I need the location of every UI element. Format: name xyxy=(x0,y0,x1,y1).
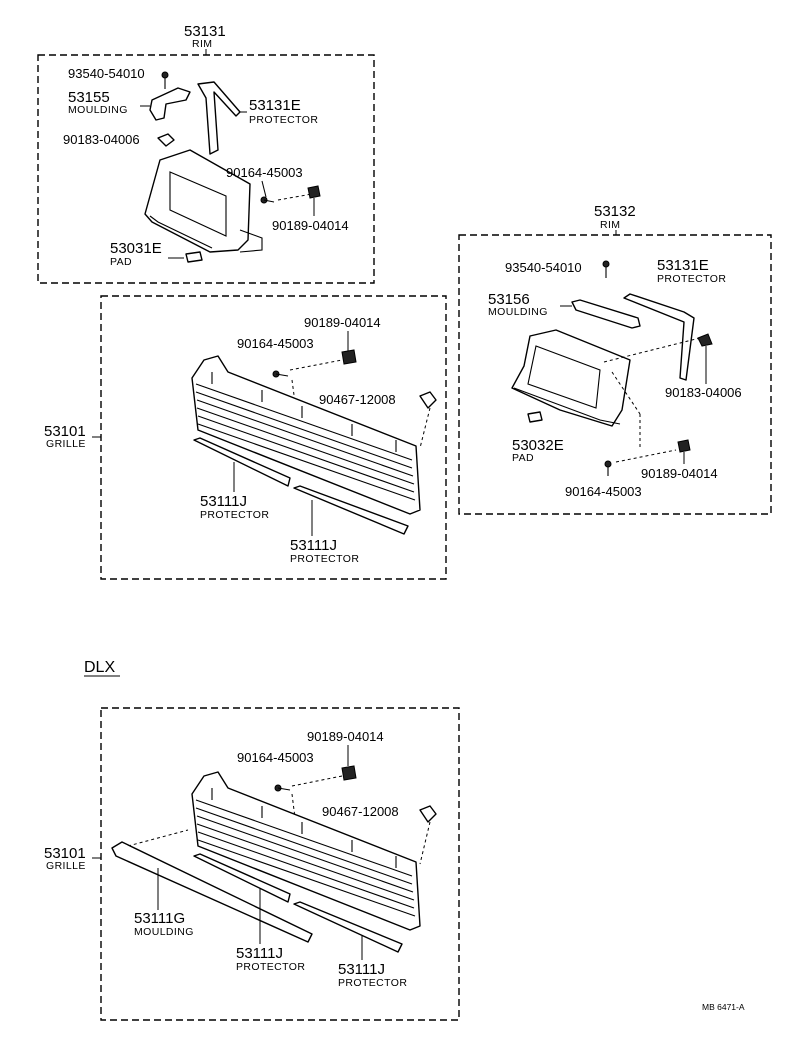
grille-upper-body xyxy=(191,355,421,515)
grille-dlx-box xyxy=(100,707,460,1021)
moulding-strip xyxy=(111,841,313,943)
moulding-part-icon xyxy=(571,299,641,329)
rim-right-box xyxy=(458,234,772,515)
protector-strip-2 xyxy=(293,485,409,535)
protector-part-icon xyxy=(623,293,695,381)
rim-left-pad-name: PAD xyxy=(110,256,132,268)
grille-upper-protector2-number: 53111J xyxy=(290,537,337,554)
rim-left-screw-label: 93540-54010 xyxy=(68,66,145,81)
screw-icon xyxy=(161,71,169,89)
rim-left-protector-number: 53131E xyxy=(249,97,301,114)
grille-upper-number: 53101 xyxy=(44,423,86,440)
clip-icon xyxy=(677,439,691,453)
grille-dlx-number: 53101 xyxy=(44,845,86,862)
rim-right-nut-label: 90183-04006 xyxy=(665,385,742,400)
screw-icon xyxy=(260,196,275,204)
grille-upper-screw-label: 90164-45003 xyxy=(237,336,314,351)
rim-left-screw2-label: 90164-45003 xyxy=(226,165,303,180)
grille-upper-clip-label: 90189-04014 xyxy=(304,315,381,330)
grille-dlx-protector2-number: 53111J xyxy=(338,961,385,978)
nut-icon xyxy=(157,133,175,147)
rim-right-housing xyxy=(511,329,631,427)
clip-icon xyxy=(341,765,357,781)
grille-upper-retainer-label: 90467-12008 xyxy=(319,392,396,407)
grille-dlx-retainer-label: 90467-12008 xyxy=(322,804,399,819)
retainer-icon xyxy=(419,391,437,409)
rim-left-assembly: 53131 RIM 93540-54010 53155 MOULDING 531… xyxy=(37,23,375,284)
grille-dlx-protector1-name: PROTECTOR xyxy=(236,961,305,973)
rim-left-box xyxy=(37,54,375,284)
grille-dlx-protector2-name: PROTECTOR xyxy=(338,977,407,989)
screw-icon xyxy=(274,784,291,792)
rim-left-name: RIM xyxy=(192,38,212,50)
rim-right-pad-number: 53032E xyxy=(512,437,564,454)
grille-dlx-moulding-name: MOULDING xyxy=(134,926,194,938)
grille-dlx-clip-label: 90189-04014 xyxy=(307,729,384,744)
footer-code: MB 6471-A xyxy=(702,1002,745,1012)
pad-icon xyxy=(185,251,203,263)
pad-icon xyxy=(527,411,543,423)
rim-right-protector-name: PROTECTOR xyxy=(657,273,726,285)
grille-upper-assembly: 53101 GRILLE 90189-04014 90164-45003 904… xyxy=(44,295,447,580)
screw-icon xyxy=(604,460,612,476)
section-dlx-label: DLX xyxy=(84,659,115,676)
rim-left-moulding-number: 53155 xyxy=(68,89,110,106)
protector-strip-1 xyxy=(193,853,291,903)
grille-upper-protector1-number: 53111J xyxy=(200,493,247,510)
rim-right-screw-label: 93540-54010 xyxy=(505,260,582,275)
rim-right-moulding-number: 53156 xyxy=(488,291,530,308)
grille-dlx-screw-label: 90164-45003 xyxy=(237,750,314,765)
nut-icon xyxy=(697,333,713,347)
grille-dlx-protector1-number: 53111J xyxy=(236,945,283,962)
rim-right-moulding-name: MOULDING xyxy=(488,306,548,318)
clip-icon xyxy=(307,185,321,199)
rim-left-number: 53131 xyxy=(184,23,226,40)
protector-strip-1 xyxy=(193,437,291,487)
grille-dlx-body xyxy=(191,771,421,931)
retainer-icon xyxy=(419,805,437,823)
rim-left-protector-name: PROTECTOR xyxy=(249,114,318,126)
grille-upper-name: GRILLE xyxy=(46,438,86,450)
grille-dlx-name: GRILLE xyxy=(46,860,86,872)
screw-icon xyxy=(272,370,289,378)
rim-right-pad-name: PAD xyxy=(512,452,534,464)
grille-dlx-moulding-number: 53111G xyxy=(134,910,185,927)
rim-left-moulding-name: MOULDING xyxy=(68,104,128,116)
rim-left-clip-label: 90189-04014 xyxy=(272,218,349,233)
moulding-part-icon xyxy=(149,87,191,121)
grille-dlx-assembly: 53101 GRILLE 90189-04014 90164-45003 904… xyxy=(44,707,460,1021)
rim-right-assembly: 53132 RIM 93540-54010 53131E PROTECTOR 5… xyxy=(458,203,772,515)
rim-right-protector-number: 53131E xyxy=(657,257,709,274)
clip-icon xyxy=(341,349,357,365)
protector-strip-2 xyxy=(293,901,403,953)
screw-icon xyxy=(602,260,610,278)
rim-right-clip-label: 90189-04014 xyxy=(641,466,718,481)
grille-upper-protector1-name: PROTECTOR xyxy=(200,509,269,521)
rim-right-number: 53132 xyxy=(594,203,636,220)
rim-left-housing xyxy=(144,149,251,253)
rim-left-pad-number: 53031E xyxy=(110,240,162,257)
rim-right-screw2-label: 90164-45003 xyxy=(565,484,642,499)
grille-upper-protector2-name: PROTECTOR xyxy=(290,553,359,565)
protector-part-icon xyxy=(197,81,241,155)
rim-right-name: RIM xyxy=(600,219,620,231)
rim-left-nut-label: 90183-04006 xyxy=(63,132,140,147)
